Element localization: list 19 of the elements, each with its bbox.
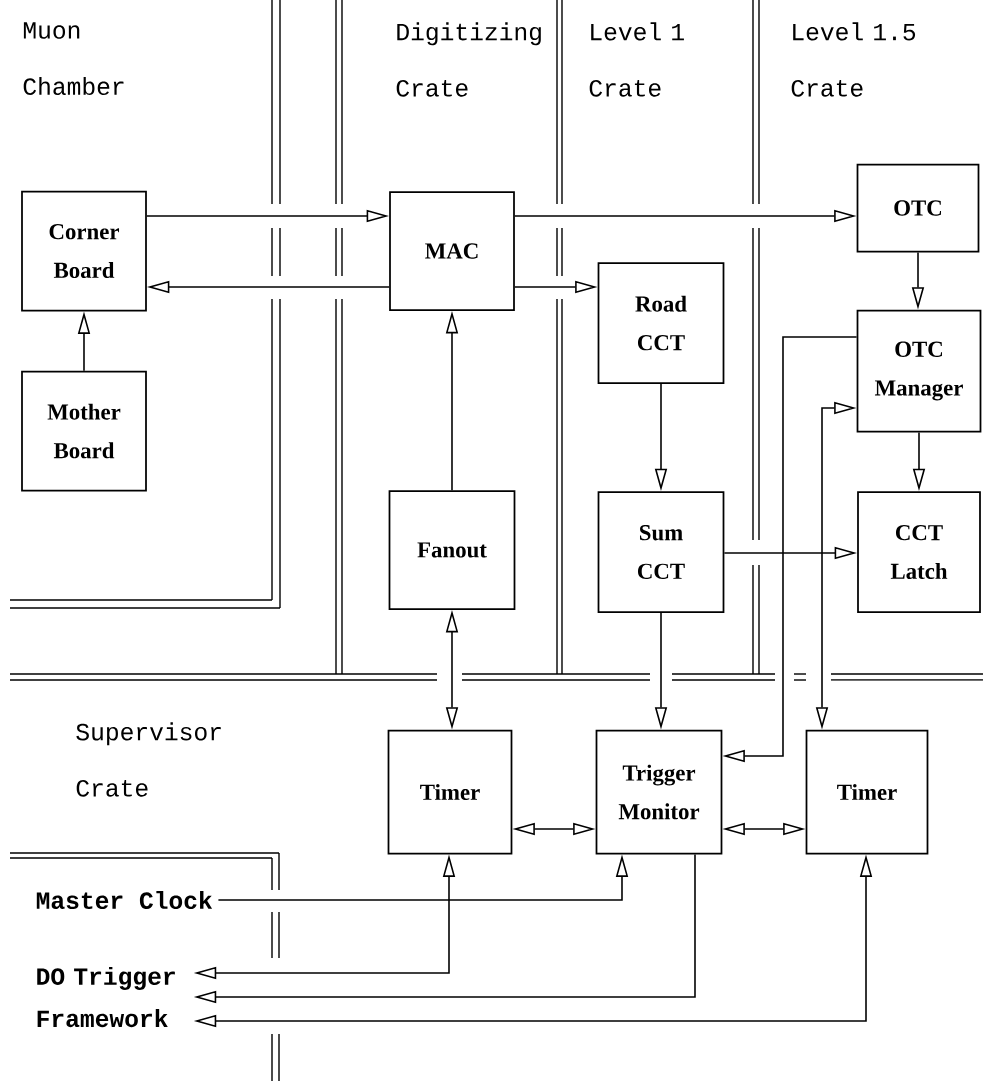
block-box: Timer: [387, 729, 513, 855]
region-label: Level 1 Crate: [589, 22, 684, 97]
block-box: Sum CCT: [597, 491, 725, 613]
block-box: OTC Manager: [856, 309, 982, 433]
region-label: Muon Chamber: [23, 22, 124, 96]
region-label: Digitizing Crate: [396, 22, 541, 97]
block-box: MAC: [389, 191, 515, 311]
block-box: Road CCT: [597, 262, 725, 384]
region-label: Supervisor Crate: [76, 722, 221, 797]
block-box: Timer: [805, 729, 929, 855]
block-box: Corner Board: [21, 190, 147, 312]
block-box: Trigger Monitor: [595, 729, 723, 855]
signal-label: Master Clock: [36, 890, 213, 910]
block-box: OTC: [856, 163, 980, 253]
block-box: CCT Latch: [857, 491, 981, 613]
block-box: Mother Board: [21, 370, 147, 492]
region-label: Level 1.5 Crate: [791, 22, 916, 97]
block-box: Fanout: [388, 490, 516, 610]
signal-label: DO Trigger Framework: [37, 966, 175, 1028]
